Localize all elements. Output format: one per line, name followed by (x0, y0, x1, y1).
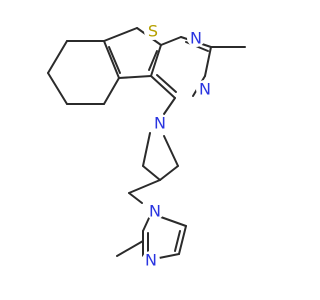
label-bg (144, 22, 162, 40)
label-bg (146, 202, 164, 220)
label-bg (151, 114, 169, 132)
label-bg (196, 80, 214, 98)
bond (103, 77, 120, 105)
pyrimidine-n3-atom-label: N (199, 80, 211, 99)
bond (204, 46, 212, 77)
bond (142, 217, 150, 232)
pyrimidine-n1-atom-label: N (190, 29, 202, 48)
bond (47, 72, 68, 105)
bond (159, 165, 179, 181)
bond (174, 230, 181, 252)
methyl-bond (116, 240, 144, 257)
imidazole-n1-atom-label: N (149, 202, 161, 221)
bond (160, 36, 182, 46)
bond (128, 179, 161, 194)
thiophene-ring (103, 27, 162, 79)
bond (157, 215, 187, 227)
bond (150, 75, 176, 99)
imidazole-ring (142, 215, 187, 259)
label-bg (142, 251, 160, 269)
azetidine-n-atom-label: N (154, 114, 166, 133)
azetidine-ring (142, 132, 179, 181)
bond (148, 50, 158, 71)
bond (128, 192, 143, 204)
bond (163, 97, 176, 115)
bond (142, 132, 151, 167)
bond (156, 74, 177, 93)
bond (178, 225, 187, 255)
imidazole-n3-atom-label: N (145, 251, 157, 270)
sulfur-atom-label: S (148, 22, 158, 41)
bond (103, 27, 138, 42)
bond (150, 44, 162, 77)
label-bg (187, 29, 205, 47)
bond (47, 40, 68, 74)
bond (108, 46, 121, 74)
bond (158, 253, 180, 259)
cyclohexane-ring (47, 40, 120, 105)
bond (163, 135, 179, 167)
molecule-structure-diagram: S N N N N N (47, 22, 246, 270)
bond (142, 165, 161, 181)
atom-labels: S N N N N N (142, 22, 214, 270)
bond (118, 75, 152, 79)
bond (103, 40, 120, 79)
